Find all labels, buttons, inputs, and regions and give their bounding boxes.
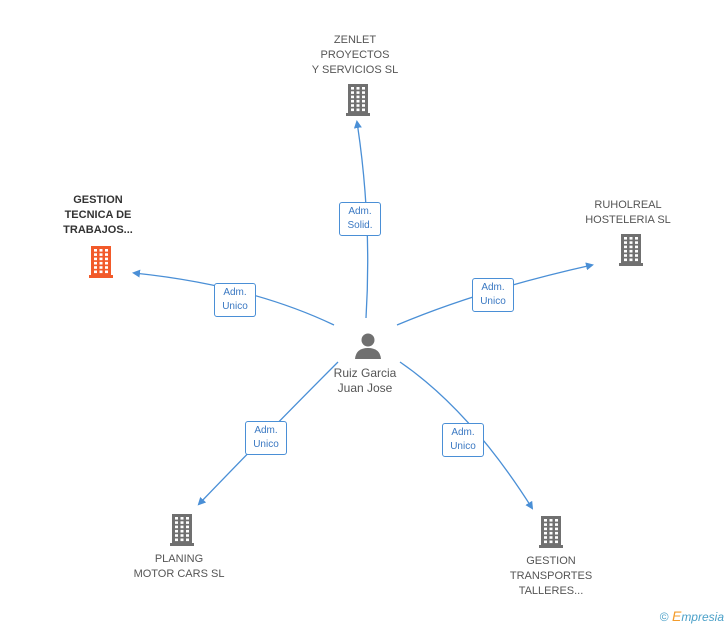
edge-label-gestion-transportes: Adm. Unico: [442, 423, 484, 457]
building-icon-ruholreal[interactable]: [619, 234, 643, 266]
node-label-gestion-transportes[interactable]: GESTION TRANSPORTES TALLERES...: [509, 555, 593, 597]
edge-role-zenlet-line1: Adm.: [348, 206, 372, 217]
building-icon-gestion-transportes[interactable]: [539, 516, 563, 548]
node-label-ruholreal[interactable]: RUHOLREAL HOSTELERIA SL: [585, 199, 671, 226]
building-icon-zenlet[interactable]: [346, 84, 370, 116]
edge-role-ruholreal-line1: Adm.: [481, 282, 505, 293]
edge-label-zenlet: Adm. Solid.: [339, 202, 381, 236]
edge-label-ruholreal: Adm. Unico: [472, 278, 514, 312]
center-person-label[interactable]: Ruiz Garcia Juan Jose: [334, 366, 397, 396]
node-label-gestion-tecnica[interactable]: GESTION TECNICA DE TRABAJOS...: [63, 194, 133, 236]
edge-role-gestion-tecnica-line2: Unico: [222, 301, 248, 312]
node-label-planing[interactable]: PLANING MOTOR CARS SL: [133, 553, 225, 580]
copyright-icon: ©: [659, 610, 669, 624]
edge-line-gestion-transportes: [399, 361, 534, 510]
edge-label-gestion-tecnica: Adm. Unico: [214, 283, 256, 317]
edge-role-zenlet-line2: Solid.: [347, 220, 373, 231]
edge-role-gestion-transportes-line2: Unico: [450, 441, 476, 452]
edge-role-planing-line2: Unico: [253, 439, 279, 450]
node-label-zenlet[interactable]: ZENLET PROYECTOS Y SERVICIOS SL: [311, 34, 399, 76]
edge-role-planing-line1: Adm.: [254, 425, 278, 436]
person-icon[interactable]: [355, 333, 381, 360]
edge-role-gestion-tecnica-line1: Adm.: [223, 287, 247, 298]
empresia-logo-text: mpresia: [681, 610, 724, 624]
building-icon-planing[interactable]: [170, 514, 194, 546]
edge-label-planing: Adm. Unico: [245, 421, 287, 455]
edge-role-ruholreal-line2: Unico: [480, 296, 506, 307]
center-name-line1: Ruiz Garcia: [333, 366, 397, 380]
building-icon-gestion-tecnica[interactable]: [89, 246, 113, 278]
edge-role-gestion-transportes-line1: Adm.: [451, 427, 475, 438]
empresia-footer: © Empresia: [660, 608, 724, 624]
center-name-line2: Juan Jose: [337, 381, 393, 395]
empresia-logo-e: E: [671, 608, 682, 624]
